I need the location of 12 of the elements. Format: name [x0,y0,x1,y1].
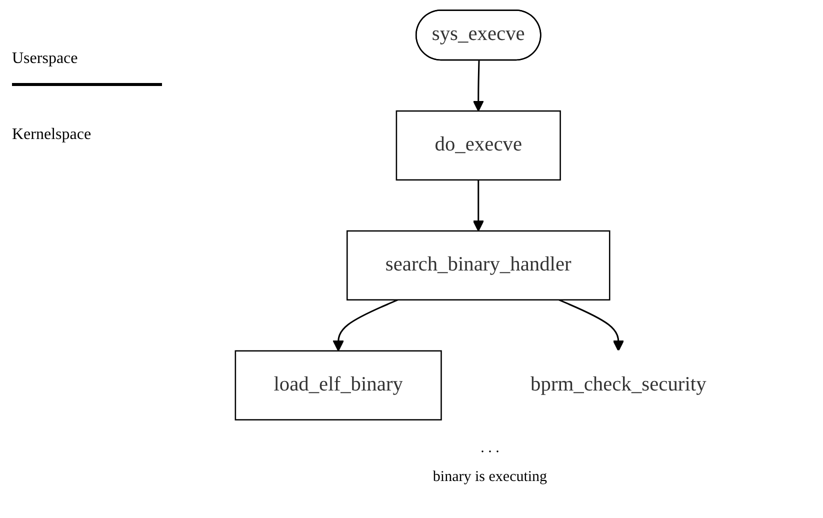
arrow [332,299,398,352]
arrow [558,299,624,352]
node-text: bprm_check_security [530,374,706,396]
region-label: Kernelspace [12,126,92,144]
arrow [472,60,484,112]
region-label: Userspace [12,50,79,68]
arrow [472,180,484,232]
note-label: binary is executing [432,469,548,486]
node-box: load_elf_binary [234,350,442,420]
node-box: do_execve [396,110,561,181]
ellipsis-label: . . . [480,440,500,457]
node-box: search_binary_handler [346,230,610,300]
